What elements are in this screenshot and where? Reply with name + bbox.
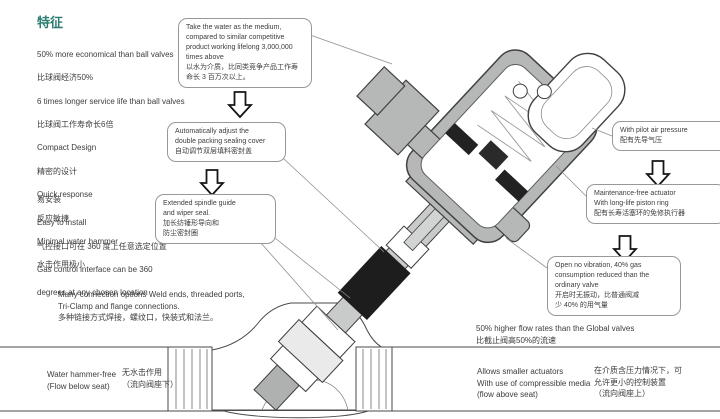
callout-maintenance-free: Maintenance-free actuator With long-life…	[586, 184, 720, 224]
easy-install-block: 易安装 Easy to install 气控接口可在 360 度上任意选定位置 …	[37, 182, 167, 311]
feature-item: 比球阀工作寿命长6倍	[37, 119, 114, 129]
flow-rate-note: 50% higher flow rates than the Global va…	[476, 324, 635, 345]
packing-seal	[337, 245, 411, 321]
down-arrow-icon	[198, 169, 226, 197]
piston-seal	[478, 140, 509, 170]
feature-item: 反应敏捷	[37, 213, 69, 223]
features-list: 50% more economical than ball valves 比球阀…	[37, 37, 185, 283]
air-port-block-small	[356, 65, 406, 117]
features-title: 特征	[37, 15, 64, 30]
down-arrow-icon	[611, 235, 639, 263]
feature-item: Compact Design	[37, 143, 97, 153]
feature-item: Minimal water hammer	[37, 236, 118, 246]
smaller-actuators-note-zh: 在介质含压力情况下，可 允许更小的控制装置 （流向阀座上）	[594, 366, 682, 399]
leader-lines	[259, 29, 613, 331]
down-arrow-icon	[226, 91, 254, 119]
feature-item: Quick response	[37, 190, 93, 200]
pipe-coupling-left	[167, 346, 213, 412]
pipe-coupling-right	[355, 346, 393, 412]
callout-spindle-guide: Extended spindle guide and wiper seal. 加…	[155, 194, 276, 244]
smaller-actuators-note-en: Allows smaller actuators With use of com…	[477, 367, 591, 400]
connection-options-note: Many connection options Weld ends, threa…	[58, 290, 245, 323]
install-line: 易安装	[37, 194, 61, 204]
feature-item: 50% more economical than ball valves	[37, 49, 174, 59]
install-line: 气控接口可在 360 度上任意选定位置	[37, 241, 167, 251]
down-arrow-icon	[644, 160, 672, 188]
callout-packing: Automatically adjust the double packing …	[167, 122, 286, 162]
feature-item: 精密的设计	[37, 166, 77, 176]
water-hammer-note-en: Water hammer-free (Flow below seat)	[47, 370, 117, 391]
feature-item: 6 times longer service life than ball va…	[37, 96, 185, 106]
valve-body-bottom	[223, 410, 369, 419]
install-line: Easy to install	[37, 218, 87, 228]
install-line: degrees at any chosen location	[37, 288, 148, 298]
seat-line-right	[313, 379, 349, 411]
callout-water-medium: Take the water as the medium, compared t…	[178, 18, 312, 88]
feature-item: 比球阀经济50%	[37, 73, 94, 83]
actuator-assembly	[253, 49, 626, 411]
callout-pilot-air: With pilot air pressure 配有先导气压	[612, 121, 720, 151]
install-line: Gas control interface can be 360	[37, 264, 153, 274]
callout-no-vibration: Open no vibration, 40% gas consumption r…	[547, 256, 681, 316]
water-hammer-note-zh: 无水击作用 （流向阀座下）	[122, 368, 178, 389]
feature-item: 水击作用极小	[37, 260, 85, 270]
